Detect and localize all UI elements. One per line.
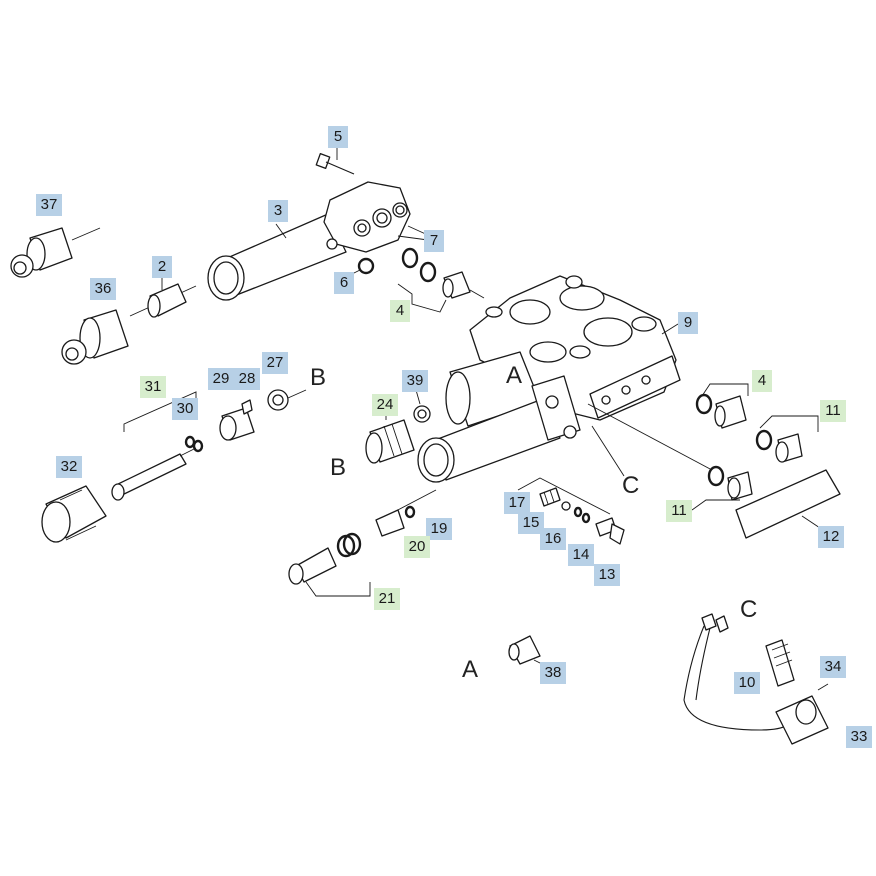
ref-letter-b-top: B	[310, 364, 327, 391]
label-12: 12	[818, 526, 844, 548]
part-38-plug	[508, 635, 547, 667]
ref-c-line	[591, 425, 625, 477]
label-9: 9	[678, 312, 698, 334]
part-12-plate	[735, 469, 841, 539]
part-32-knob	[41, 485, 107, 543]
label-33: 33	[846, 726, 872, 748]
label-27: 27	[262, 352, 288, 374]
label-7: 7	[424, 230, 444, 252]
part-3-head-block	[323, 181, 431, 253]
part-4-valve-upper	[397, 271, 485, 313]
label-6: 6	[334, 272, 354, 294]
part-4-valve-right	[695, 383, 749, 429]
ref-letter-c-housing: C	[622, 472, 640, 499]
label-37: 37	[36, 194, 62, 216]
label-17: 17	[504, 492, 530, 514]
label-10: 10	[734, 672, 760, 694]
part-36-coupling	[61, 309, 129, 365]
label-11-lower: 11	[666, 500, 692, 522]
label-2: 2	[152, 256, 172, 278]
part-5-screw	[315, 145, 355, 175]
parts-13-17-valve-set	[517, 477, 625, 545]
label-34: 34	[820, 656, 846, 678]
part-9-outlet-pipe	[417, 351, 581, 483]
label-36: 36	[90, 278, 116, 300]
part-11-plug-lower	[587, 403, 753, 511]
label-39: 39	[402, 370, 428, 392]
label-28: 28	[234, 368, 260, 390]
part-9-pump-housing	[469, 275, 681, 421]
parts-19-21-injector	[288, 489, 437, 597]
parts-10-33-34-switch	[683, 613, 829, 745]
label-13: 13	[594, 564, 620, 586]
label-24: 24	[372, 394, 398, 416]
label-4-right: 4	[752, 370, 772, 392]
part-3-inlet-tube	[207, 213, 347, 301]
part-7-o-rings	[397, 235, 437, 283]
label-4-upper: 4	[390, 300, 410, 322]
label-15: 15	[518, 512, 544, 534]
label-21: 21	[374, 588, 400, 610]
label-19: 19	[426, 518, 452, 540]
part-2-fitting	[129, 276, 197, 318]
ref-letter-a-plug: A	[462, 656, 479, 683]
part-39-ring	[413, 389, 431, 423]
ref-letter-b-filter: B	[330, 454, 347, 481]
parts-27-31-lance	[111, 389, 307, 501]
part-24-filter	[365, 410, 415, 464]
label-5: 5	[328, 126, 348, 148]
part-11-plug-upper	[755, 415, 819, 463]
part-37-coupling	[10, 227, 101, 278]
label-38: 38	[540, 662, 566, 684]
label-29: 29	[208, 368, 234, 390]
label-16: 16	[540, 528, 566, 550]
ref-letter-c-switch: C	[740, 596, 758, 623]
label-14: 14	[568, 544, 594, 566]
label-3: 3	[268, 200, 288, 222]
label-20: 20	[404, 536, 430, 558]
label-11-upper: 11	[820, 400, 846, 422]
label-31: 31	[140, 376, 166, 398]
label-32: 32	[56, 456, 82, 478]
label-30: 30	[172, 398, 198, 420]
ref-letter-a-housing: A	[506, 362, 523, 389]
